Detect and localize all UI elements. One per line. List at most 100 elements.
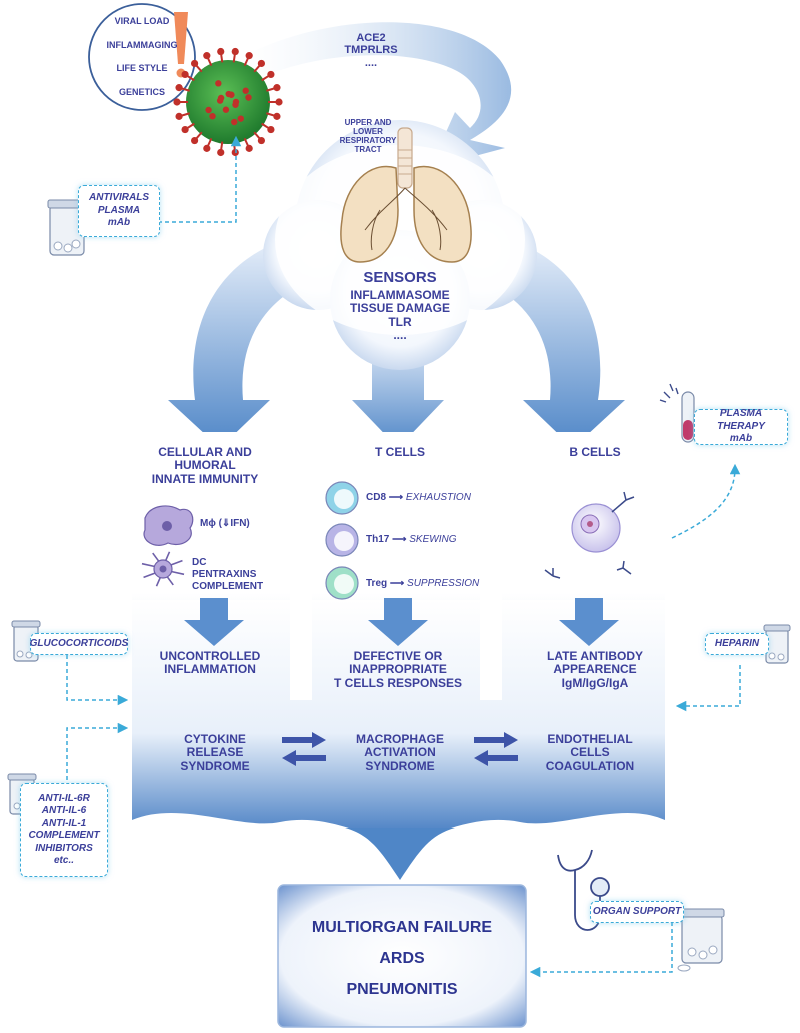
tcell-cd8-effect: EXHAUSTION <box>405 492 471 503</box>
receptor-tmprlrs: TMPRLRS <box>344 44 398 57</box>
therapy-anti-il-box: ANTI-IL-6R ANTI-IL-6 ANTI-IL-1 COMPLEMEN… <box>20 783 108 877</box>
test-tube-icon <box>659 383 695 443</box>
tcell-cd8-row: CD8 ⟶ EXHAUSTION <box>366 492 471 503</box>
entry-arrow <box>240 22 512 169</box>
therapy-plasma-mab: mAb <box>729 433 753 445</box>
rt-line-3: RESPIRATORY <box>339 135 397 145</box>
syndrome-2-line-3: SYNDROME <box>365 758 435 773</box>
arrow-tcell-outcome <box>368 598 428 646</box>
tcells-outcome: DEFECTIVE OR INAPPROPRIATE T CELLS RESPO… <box>312 649 484 690</box>
pill-bottle-antivirals-icon <box>47 199 87 256</box>
bcells-outcome-line-2: APPEARENCE <box>553 662 637 677</box>
receptor-more: .... <box>364 56 378 69</box>
sensors-title: SENSORS <box>363 269 437 286</box>
tcell-th17-effect: SKEWING <box>409 534 457 545</box>
therapy-plasma: PLASMA <box>97 204 141 216</box>
risk-factor-genetics: GENETICS <box>118 87 165 97</box>
sensor-cloud <box>263 120 537 370</box>
therapy-antivirals: ANTIVIRALS <box>89 192 149 204</box>
receptor-ace2: ACE2 <box>356 32 386 44</box>
tcell-treg-icon <box>325 566 359 600</box>
pill-bottle-heparin-icon <box>763 624 791 664</box>
arrow-right-icon: ⟶ <box>388 492 404 503</box>
dendritic-cell-icon <box>141 551 185 587</box>
lungs-illustration <box>340 127 472 263</box>
innate-title-line-1: CELLULAR AND <box>158 445 252 459</box>
sensor-inflammasome: INFLAMMASOME <box>350 288 450 302</box>
arrow-right-icon: ⟶ <box>389 578 405 589</box>
therapy-heparin-box: HEPARIN <box>705 633 769 655</box>
tcell-cd8-icon <box>325 481 359 515</box>
arrow-right-icon: ⟶ <box>392 534 407 545</box>
therapy-antivirals-box: ANTIVIRALS PLASMA mAb <box>78 185 160 237</box>
stethoscope-icon <box>557 849 610 931</box>
syndrome-1-line-1: CYTOKINE <box>184 732 246 746</box>
risk-factor-life-style: LIFE STYLE <box>116 63 168 73</box>
tcell-icons <box>325 481 359 600</box>
tcell-treg-effect: SUPPRESSION <box>407 578 480 589</box>
arrow-bcell-outcome <box>559 598 619 646</box>
sensors-list: INFLAMMASOME TISSUE DAMAGE TLR .... <box>330 288 470 343</box>
outcome-ards: ARDS <box>379 950 425 968</box>
dc-label-line-2: PENTRAXINS <box>192 569 257 580</box>
innate-title-line-3: INNATE IMMUNITY <box>151 471 259 486</box>
tcells-outcome-line-2: INAPPROPRIATE <box>349 662 447 677</box>
bcells-outcome: LATE ANTIBODY APPEARENCE IgM/IgG/IgA <box>520 649 670 690</box>
risk-factor-circle <box>88 3 196 111</box>
virus-icon <box>173 47 283 157</box>
syndrome-2-line-1: MACROPHAGE <box>355 732 444 746</box>
syndrome-3-line-1: ENDOTHELIAL <box>547 732 633 746</box>
syndrome-basin <box>132 600 665 842</box>
syndrome-cytokine-release: CYTOKINE RELEASE SYNDROME <box>160 732 270 773</box>
therapy-plasma-box: PLASMA THERAPY mAb <box>694 408 788 445</box>
syndrome-1-line-3: SYNDROME <box>180 758 250 773</box>
tcells-title: T CELLS <box>375 445 425 459</box>
syndrome-macrophage-activation: MACROPHAGE ACTIVATION SYNDROME <box>335 732 465 773</box>
bidirectional-arrow-right <box>474 732 518 766</box>
final-outcome-box <box>277 884 527 1028</box>
outcome-pneumonitis: PNEUMONITIS <box>346 981 458 999</box>
syndrome-3-line-3: COAGULATION <box>545 758 635 773</box>
therapy-glucocorticoids: GLUCOCORTICOIDS <box>29 637 129 649</box>
syndrome-endothelial-coagulation: ENDOTHELIAL CELLS COAGULATION <box>530 732 650 773</box>
innate-outcome-line-2: INFLAMMATION <box>164 662 256 677</box>
bidirectional-arrow-left <box>282 732 326 766</box>
outcome-multiorgan-failure: MULTIORGAN FAILURE <box>311 919 493 936</box>
tcell-treg-name: Treg <box>366 578 388 589</box>
tcell-th17-row: Th17 ⟶ SKEWING <box>366 534 456 545</box>
syndrome-2-line-2: ACTIVATION <box>364 745 436 760</box>
therapy-anti-il-6r: ANTI-IL-6R <box>38 792 90 804</box>
bcells-outcome-line-3: IgM/IgG/IgA <box>561 675 629 690</box>
therapy-anti-il-6: ANTI-IL-6 <box>41 805 87 816</box>
risk-factor-viral-load: VIRAL LOAD <box>114 16 170 26</box>
sensor-tlr: TLR <box>388 314 412 329</box>
respiratory-tract-label: UPPER AND LOWER RESPIRATORY TRACT <box>328 118 408 155</box>
bcells-outcome-line-1: LATE ANTIBODY <box>547 649 643 663</box>
dashed-connectors <box>66 135 741 978</box>
bcells-title: B CELLS <box>569 445 621 459</box>
innate-outcome: UNCONTROLLED INFLAMMATION <box>130 649 290 677</box>
macrophage-icon <box>143 505 194 546</box>
therapy-glucocorticoids-box: GLUCOCORTICOIDS <box>30 633 128 655</box>
dc-label: DC PENTRAXINS COMPLEMENT <box>192 557 263 593</box>
tcells-outcome-line-1: DEFECTIVE OR <box>353 649 443 663</box>
entry-receptors: ACE2 TMPRLRS .... <box>336 32 406 69</box>
therapy-organ-support-box: ORGAN SUPPORT <box>590 901 684 923</box>
therapy-mab: mAb <box>107 217 131 229</box>
innate-title-line-2: HUMORAL <box>174 458 236 473</box>
tcell-th17-icon <box>325 523 359 557</box>
therapy-organ-support: ORGAN SUPPORT <box>592 905 682 917</box>
syndrome-3-line-2: CELLS <box>570 745 610 760</box>
pill-bottle-organ-support-icon <box>677 908 725 972</box>
bcell-icon <box>544 491 635 579</box>
therapy-heparin: HEPARIN <box>714 637 760 649</box>
therapy-etc: etc.. <box>53 855 74 866</box>
dc-label-line-1: DC <box>192 557 207 568</box>
sensor-tissue-damage: TISSUE DAMAGE <box>349 301 450 316</box>
final-outcome-text: MULTIORGAN FAILURE ARDS PNEUMONITIS <box>278 912 526 1006</box>
therapy-complement: COMPLEMENT <box>28 830 100 841</box>
sensor-more: .... <box>393 328 407 343</box>
therapy-plasma-therapy: PLASMA THERAPY <box>717 408 765 432</box>
